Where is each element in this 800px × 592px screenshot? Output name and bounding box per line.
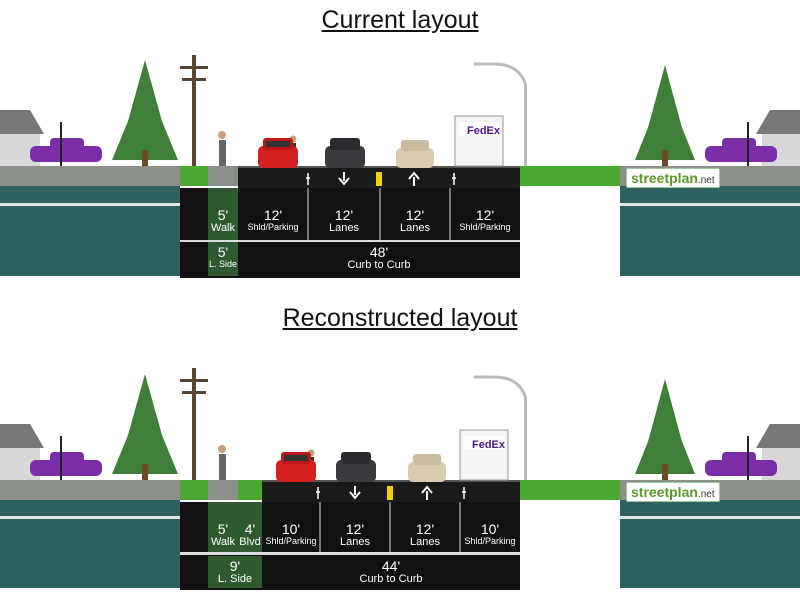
left-side-name: L. Side — [208, 259, 238, 269]
streetplan-logo: streetplan.net — [626, 168, 720, 188]
reconstructed-street-drawing: FedEx — [0, 368, 800, 590]
reconstructed-lane-2-label: 12' Lanes — [392, 522, 458, 548]
reconstructed-shoulder-left-label: 10' Shld/Parking — [264, 522, 318, 546]
lane-name: Lanes — [400, 222, 430, 234]
reconstructed-curb-to-curb-label: 44' Curb to Curb — [262, 559, 520, 585]
current-walk-label: 5' Walk — [208, 208, 238, 234]
current-left-side-label: 5' L. Side — [208, 245, 238, 269]
current-curb-to-curb-label: 48' Curb to Curb — [238, 245, 520, 271]
shoulder-name: Shld/Parking — [464, 536, 516, 546]
walk-name: Walk — [210, 536, 236, 548]
current-cross-section: FedEx 5' Walk 12' Shld/Parking 12' Lanes… — [0, 0, 800, 280]
shoulder-width: 10' — [281, 521, 301, 537]
shoulder-name: Shld/Parking — [265, 536, 317, 546]
streetplan-logo: streetplan.net — [626, 482, 720, 502]
blvd-width: 4' — [244, 521, 256, 537]
lane-name: Lanes — [340, 536, 370, 548]
shoulder-name: Shld/Parking — [459, 222, 511, 232]
shoulder-width: 12' — [263, 207, 283, 223]
reconstructed-cross-section: FedEx 5' Walk 4' Blvd 10' Shld/Parking 1… — [0, 310, 800, 590]
blvd-name: Blvd — [239, 536, 261, 548]
reconstructed-layout-title: Reconstructed layout — [282, 304, 518, 332]
lane-width: 12' — [345, 521, 365, 537]
current-lane-1-label: 12' Lanes — [310, 208, 378, 234]
lane-name: Lanes — [410, 536, 440, 548]
reconstructed-left-side-label: 9' L. Side — [208, 559, 262, 585]
reconstructed-walk-label: 5' Walk — [208, 522, 238, 548]
curb-width: 44' — [381, 558, 401, 574]
current-street-drawing: FedEx — [0, 55, 800, 278]
left-side-width: 5' — [217, 244, 229, 260]
walk-width: 5' — [217, 521, 229, 537]
truck-logo: FedEx — [467, 125, 501, 137]
left-side-width: 9' — [229, 558, 241, 574]
brand-name: streetplan — [631, 484, 698, 500]
reconstructed-lane-1-label: 12' Lanes — [322, 522, 388, 548]
brand-suffix: .net — [697, 175, 715, 186]
current-layout-title: Current layout — [321, 6, 479, 34]
reconstructed-shoulder-right-label: 10' Shld/Parking — [462, 522, 518, 546]
shoulder-width: 12' — [475, 207, 495, 223]
lane-width: 12' — [415, 521, 435, 537]
left-side-name: L. Side — [217, 573, 253, 585]
current-shoulder-right-label: 12' Shld/Parking — [452, 208, 518, 232]
curb-width: 48' — [369, 244, 389, 260]
current-shoulder-left-label: 12' Shld/Parking — [240, 208, 306, 232]
curb-name: Curb to Curb — [359, 573, 423, 585]
truck-logo: FedEx — [472, 439, 506, 451]
curb-name: Curb to Curb — [347, 259, 411, 271]
lane-width: 12' — [334, 207, 354, 223]
lane-width: 12' — [405, 207, 425, 223]
current-lane-2-label: 12' Lanes — [382, 208, 448, 234]
shoulder-width: 10' — [480, 521, 500, 537]
walk-name: Walk — [210, 222, 236, 234]
lane-name: Lanes — [329, 222, 359, 234]
reconstructed-blvd-label: 4' Blvd — [238, 522, 262, 548]
brand-suffix: .net — [697, 489, 715, 500]
walk-width: 5' — [217, 207, 229, 223]
shoulder-name: Shld/Parking — [247, 222, 299, 232]
brand-name: streetplan — [631, 170, 698, 186]
